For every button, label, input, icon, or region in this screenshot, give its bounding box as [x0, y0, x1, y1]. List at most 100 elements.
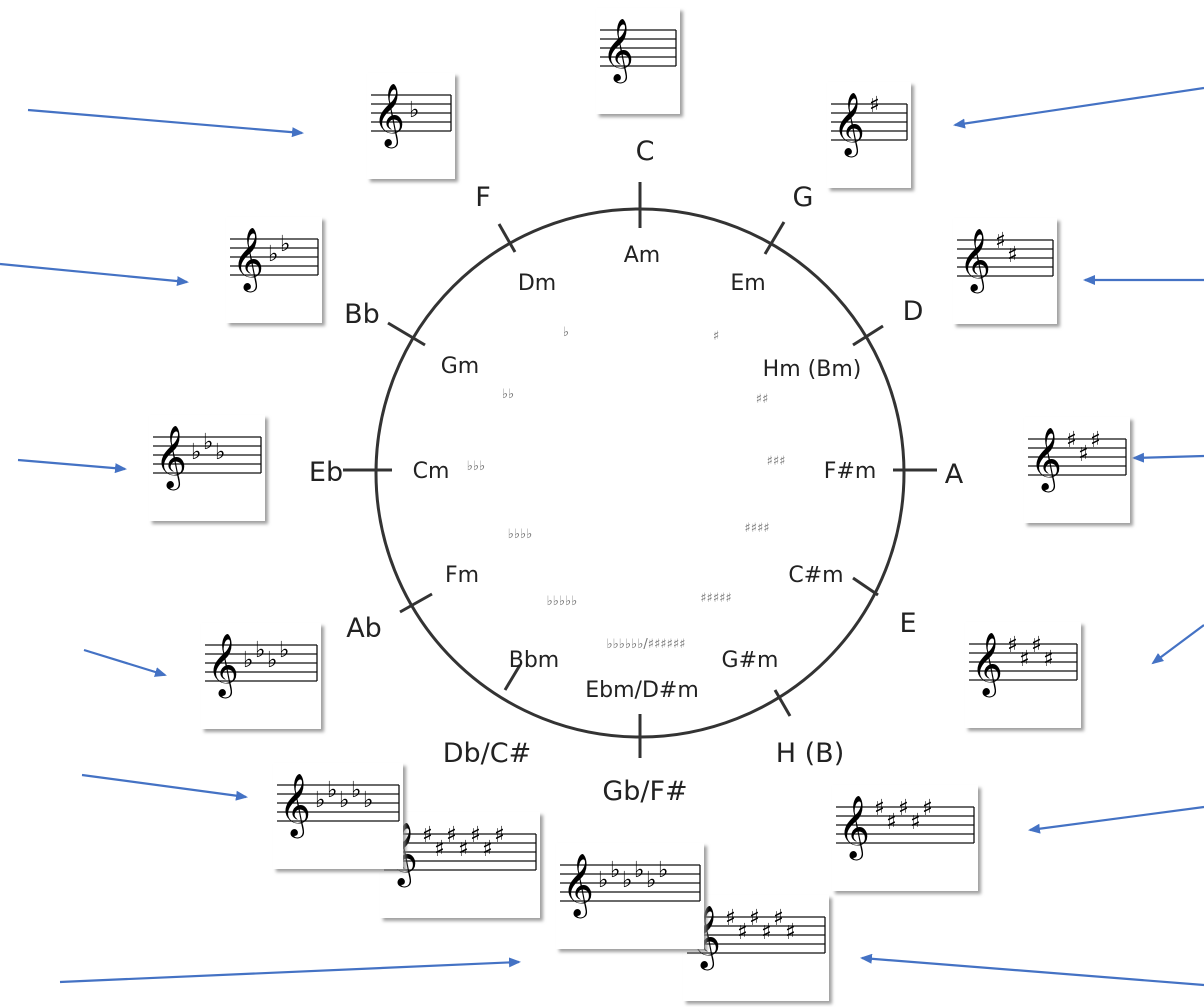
arrow-6 — [953, 86, 1204, 129]
staff-card-gb: 𝄞♭♭♭♭♭♭ — [556, 843, 704, 949]
treble-clef-icon: 𝄞 — [959, 228, 991, 294]
treble-clef-icon: 𝄞 — [373, 83, 405, 149]
arrow-8 — [1132, 452, 1204, 463]
staff-card-csharp: 𝄞♯♯♯♯♯♯♯ — [380, 812, 540, 918]
arrow-10 — [1028, 805, 1204, 834]
staff-card-e: 𝄞♯♯♯♯ — [965, 622, 1081, 728]
flat-icon: ♭ — [203, 430, 213, 455]
minor-key-label-3: F#m — [824, 459, 877, 484]
key-tick-2 — [852, 324, 884, 347]
flat-icon: ♭ — [622, 868, 632, 893]
pointer-arrows — [0, 86, 1204, 987]
treble-clef-icon: 𝄞 — [602, 18, 634, 84]
sharp-icon: ♯ — [1007, 243, 1018, 268]
sharp-icon: ♯ — [1078, 442, 1089, 467]
major-key-label-10: Bb — [344, 299, 380, 330]
key-tick-10 — [387, 321, 426, 347]
treble-clef-icon: 𝄞 — [207, 633, 239, 699]
key-tick-7 — [503, 664, 522, 691]
staff-card-f: 𝄞♭ — [367, 73, 455, 179]
inner-accidentals-6: ♭♭♭♭♭ — [547, 594, 578, 609]
treble-clef-icon: 𝄞 — [562, 853, 594, 919]
major-key-label-2: D — [903, 296, 924, 327]
sharp-icon: ♯ — [725, 906, 736, 931]
sharp-icon: ♯ — [458, 837, 469, 862]
sharp-icon: ♯ — [1043, 647, 1054, 672]
inner-accidentals-10: ♭ — [563, 325, 569, 340]
flat-icon: ♭ — [280, 232, 290, 257]
flat-icon: ♭ — [315, 788, 325, 813]
sharp-icon: ♯ — [886, 810, 897, 835]
inner-accidentals-7: ♭♭♭♭ — [508, 527, 533, 542]
minor-key-label-7: Bbm — [509, 648, 560, 673]
minor-key-label-2: Hm (Bm) — [763, 357, 862, 382]
staff-card-eb: 𝄞♭♭♭ — [149, 415, 265, 521]
treble-clef-icon: 𝄞 — [971, 632, 1003, 698]
sharp-icon: ♯ — [482, 837, 493, 862]
sharp-icon: ♯ — [785, 920, 796, 945]
flat-icon: ♭ — [363, 788, 373, 813]
arrow-3 — [83, 648, 167, 677]
treble-clef-icon: 𝄞 — [838, 795, 870, 861]
major-key-label-8: Ab — [346, 613, 382, 644]
inner-accidentals-9: ♭♭ — [502, 387, 514, 402]
sharp-icon: ♯ — [995, 229, 1006, 254]
sharp-icon: ♯ — [434, 837, 445, 862]
major-key-label-9: Eb — [309, 457, 343, 488]
arrow-5 — [59, 957, 521, 984]
sharp-icon: ♯ — [1090, 428, 1101, 453]
arrow-1 — [0, 262, 189, 287]
minor-key-label-4: C#m — [788, 563, 843, 588]
major-key-label-7: Db/C# — [443, 738, 532, 769]
flat-icon: ♭ — [243, 648, 253, 673]
key-tick-1 — [763, 221, 786, 255]
flat-icon: ♭ — [409, 98, 419, 123]
staff-card-db: 𝄞♭♭♭♭♭ — [273, 763, 403, 869]
sharp-icon: ♯ — [910, 810, 921, 835]
staff-card-g: 𝄞♯ — [827, 82, 911, 188]
staff-card-c: 𝄞 — [596, 8, 680, 114]
treble-clef-icon: 𝄞 — [833, 92, 865, 158]
key-tick-4 — [852, 576, 879, 597]
minor-key-label-11: Dm — [518, 271, 556, 296]
treble-clef-icon: 𝄞 — [155, 425, 187, 491]
staff-card-d: 𝄞♯♯ — [953, 218, 1057, 324]
sharp-icon: ♯ — [761, 920, 772, 945]
major-key-label-0: C — [636, 136, 655, 167]
flat-icon: ♭ — [191, 440, 201, 465]
staff-card-ab: 𝄞♭♭♭♭ — [201, 623, 321, 729]
key-signature-cards: 𝄞𝄞♯𝄞♯♯𝄞♯♯♯𝄞♯♯♯♯𝄞♯♯♯♯♯𝄞♯♯♯♯♯♯𝄞♭♭♭♭♭♭𝄞♯♯♯♯… — [149, 8, 1130, 1001]
sharp-icon: ♯ — [494, 823, 505, 848]
flat-icon: ♭ — [610, 858, 620, 883]
arrow-4 — [81, 773, 248, 801]
flat-icon: ♭ — [339, 788, 349, 813]
key-tick-11 — [497, 223, 517, 253]
major-key-label-5: H (B) — [776, 738, 844, 769]
major-key-label-1: G — [793, 182, 814, 213]
inner-accidentals-8: ♭♭♭ — [467, 459, 485, 474]
minor-key-label-9: Cm — [413, 459, 450, 484]
minor-key-label-5: G#m — [722, 648, 779, 673]
staff-card-fsharp: 𝄞♯♯♯♯♯♯ — [683, 895, 829, 1001]
sharp-icon: ♯ — [1031, 633, 1042, 658]
arrow-0 — [27, 108, 304, 138]
treble-clef-icon: 𝄞 — [279, 773, 311, 839]
minor-key-label-1: Em — [730, 271, 765, 296]
arrow-11 — [860, 953, 1204, 987]
flat-icon: ♭ — [598, 868, 608, 893]
staff-card-a: 𝄞♯♯♯ — [1024, 417, 1130, 523]
sharp-icon: ♯ — [773, 906, 784, 931]
flat-icon: ♭ — [327, 778, 337, 803]
major-key-label-3: A — [945, 459, 964, 490]
sharp-icon: ♯ — [1066, 428, 1077, 453]
sharp-icon: ♯ — [1007, 633, 1018, 658]
sharp-icon: ♯ — [446, 823, 457, 848]
flat-icon: ♭ — [268, 242, 278, 267]
treble-clef-icon: 𝄞 — [232, 227, 264, 293]
sharp-icon: ♯ — [874, 796, 885, 821]
flat-icon: ♭ — [351, 778, 361, 803]
inner-accidentals-5: ♭♭♭♭♭♭/♯♯♯♯♯♯ — [607, 637, 686, 652]
flat-icon: ♭ — [658, 858, 668, 883]
